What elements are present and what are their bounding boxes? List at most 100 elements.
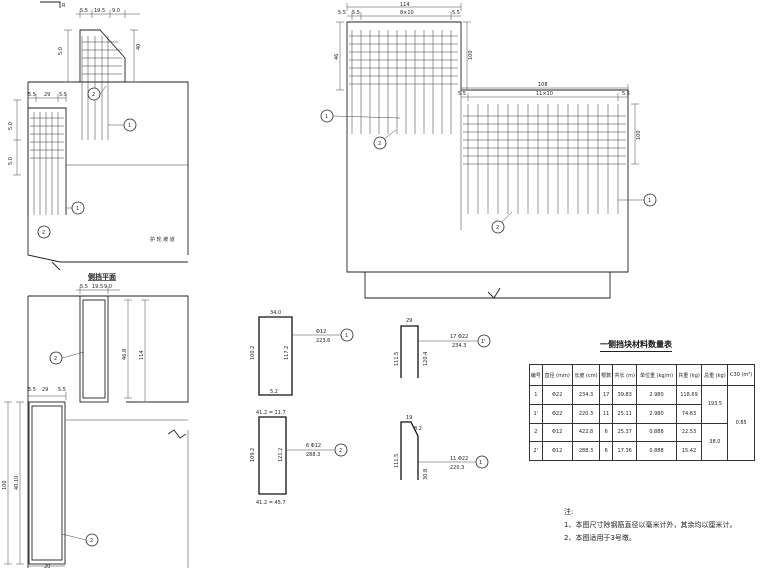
table-total-cell: 193.5 — [701, 385, 729, 424]
table-title: 一侧挡块材料数量表 — [600, 339, 672, 352]
table-cell: 74.83 — [675, 403, 703, 424]
bar-shape-1-prime: 1' — [400, 325, 491, 378]
svg-text:1: 1 — [648, 198, 651, 204]
svg-text:1: 1 — [128, 123, 131, 129]
section-marker: R — [62, 3, 66, 9]
bar-3-callout-sub: 288.3 — [306, 452, 320, 458]
table-header-cell: 共重 (kg) — [675, 363, 703, 387]
left-side-dim-2: 29 — [44, 92, 50, 98]
table-cell: 0.888 — [636, 441, 677, 461]
plan-left-dim-2: 29 — [42, 387, 48, 393]
plan-vert-dim-2: 114 — [139, 350, 145, 360]
table-cell: 6 — [599, 422, 613, 443]
mesh-right-horizontals — [463, 115, 626, 165]
bar-3-bottom: 41.2 = 45.7 — [256, 500, 286, 506]
bar-1-left: 100.2 — [250, 346, 256, 360]
table-cell: 422.8 — [571, 422, 601, 443]
bar-3-top: 41.2 = 11.7 — [256, 410, 286, 416]
mesh-top-dim-1: 5.5 — [338, 10, 346, 16]
bar-1-inner: 117.2 — [284, 346, 290, 360]
table-header-cell: 编号 — [529, 363, 543, 387]
plan-bottom-dim: 20 — [44, 564, 50, 570]
mesh-right-block-dim-3: 5.5 — [622, 91, 630, 97]
left-elevation-view — [13, 1, 189, 271]
mesh-callout-1-right: 1 — [618, 193, 657, 207]
table-cell: 11 — [599, 403, 613, 424]
table-cell: Φ12 — [541, 422, 573, 443]
table-header-cell: 长度 (cm) — [571, 363, 601, 387]
left-top-dim-2: 19.5 — [94, 8, 105, 14]
mesh-left-horizontals — [349, 35, 458, 85]
table-cell: 2.980 — [636, 385, 677, 405]
table-row: 2' Φ12 288.3 6 17.36 0.888 15.42 — [529, 441, 755, 461]
note-line: 2、本图适用于3号墩。 — [564, 534, 636, 542]
bar-shape-1: 1 — [258, 316, 354, 396]
left-callout-1-mid: 1 — [66, 201, 85, 215]
left-callout-2-top: 2 — [87, 85, 107, 101]
bar-2-top: 29 — [406, 318, 412, 324]
mesh-top-dim-4: 5.5 — [452, 10, 460, 16]
table-cell: Φ22 — [541, 403, 573, 424]
table-cell: 288.3 — [571, 441, 601, 461]
table-header-cell: 共长 (m) — [611, 363, 638, 387]
table-cell: 1' — [529, 403, 543, 424]
table-header-cell: C30 (m³) — [727, 363, 755, 387]
table-cell: 22.53 — [675, 422, 703, 443]
table-cell: 234.3 — [571, 385, 601, 405]
left-vert-dim-3: 40 — [136, 44, 142, 50]
table-header-cell: 总重 (kg) — [701, 363, 729, 387]
table-cell: 2.980 — [636, 403, 677, 424]
bar-3-left: 109.2 — [250, 448, 256, 462]
mesh-right-block-dim-2: 11×10 — [536, 91, 553, 97]
svg-text:2: 2 — [496, 225, 499, 231]
svg-text:2: 2 — [378, 141, 381, 147]
bar-2-left: 111.5 — [394, 352, 400, 366]
bar-4-diag: 8.2 — [414, 426, 422, 432]
mesh-left-verticals — [351, 30, 452, 134]
plan-callout-2-upper: 2 — [49, 351, 85, 365]
plan-left-dim-3: 5.5 — [58, 387, 66, 393]
table-concrete-cell: 0.85 — [727, 385, 755, 461]
mesh-top-dim-2: 5.5 — [352, 10, 360, 16]
bar-3-callout: 6 Φ12 — [306, 443, 321, 449]
table-row: 1' Φ22 220.3 11 25.11 2.980 74.83 — [529, 403, 755, 424]
bar-1-callout-sub: 223.6 — [316, 338, 330, 344]
plan-top-dim-1: 5.5 — [80, 284, 88, 290]
left-plan-view — [4, 286, 189, 568]
bar-shape-2: 2 — [258, 416, 348, 495]
table-cell: 17 — [599, 385, 613, 405]
bar-1-bottom: 5.2 — [270, 389, 278, 395]
mesh-right-dim: 100 — [468, 50, 474, 60]
left-callout-1-top: 1 — [108, 118, 137, 132]
bar-4-left: 111.5 — [394, 454, 400, 468]
mesh-callout-2-left: 2 — [373, 129, 397, 150]
svg-text:2: 2 — [339, 448, 342, 454]
svg-text:2: 2 — [42, 230, 45, 236]
table-cell: 1 — [529, 385, 543, 405]
svg-text:2: 2 — [54, 356, 57, 362]
table-cell: 25.37 — [611, 422, 638, 443]
table-header-row: 编号 直径 (mm) 长度 (cm) 根数 共长 (m) 单位重 (kg/m) … — [529, 363, 755, 387]
table-row: 1 Φ22 234.3 17 39.83 2.980 118.69 193.5 … — [529, 385, 755, 461]
mesh-right-verticals — [467, 104, 619, 214]
mesh-right-block-total: 108 — [538, 82, 548, 88]
left-vert-dim-1: 5.0 — [58, 47, 64, 55]
plan-vert-dim-3: 100 — [2, 480, 8, 490]
table-cell: 17.36 — [611, 441, 638, 461]
ground-label: 护 轮 坡 道 — [150, 236, 175, 243]
mesh-top-dim-3: 8×10 — [400, 10, 414, 16]
table-header-cell: 单位重 (kg/m) — [636, 363, 677, 387]
bar-shape-2-prime: 1 — [400, 421, 489, 480]
table-cell: 15.42 — [675, 441, 703, 461]
note-line: 1、本图尺寸除钢筋直径以毫米计外，其余均以厘米计。 — [564, 521, 737, 529]
table-cell: 39.83 — [611, 385, 638, 405]
left-vert-dim-2: 5.0 — [8, 122, 14, 130]
table-cell: 0.888 — [636, 422, 677, 443]
svg-text:1: 1 — [76, 206, 79, 212]
plan-callout-2-lower: 2 — [61, 533, 99, 547]
table-cell: 220.3 — [571, 403, 601, 424]
plan-title: 侧挡平面 — [88, 272, 116, 281]
left-side-dim-1: 5.5 — [28, 92, 36, 98]
svg-text:2: 2 — [92, 92, 95, 98]
